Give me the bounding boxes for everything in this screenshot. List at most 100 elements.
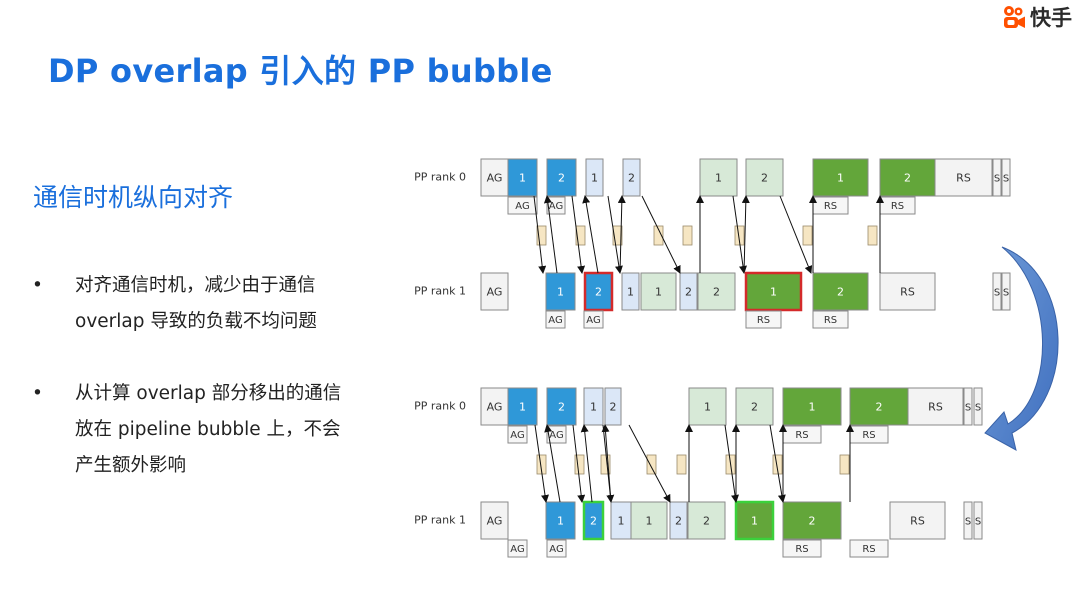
pipeline-block — [545, 501, 576, 540]
block-label: S — [994, 174, 1000, 185]
sub-label-box — [545, 310, 566, 329]
pipeline-block — [546, 158, 577, 197]
pipeline-block — [973, 387, 983, 426]
sub-label: RS — [891, 201, 904, 212]
block-label: 1 — [715, 172, 722, 185]
pipeline-block — [973, 501, 983, 540]
block-label: 1 — [646, 515, 653, 528]
block-label: 2 — [876, 401, 883, 414]
pipeline-block — [480, 158, 509, 197]
highlighted-block — [582, 500, 605, 541]
sub-label-box — [507, 196, 538, 215]
comm-block — [676, 454, 687, 475]
pipeline-block — [545, 272, 576, 311]
dependency-arrow — [628, 424, 671, 503]
dependency-arrow — [544, 424, 561, 503]
pipeline-block — [889, 501, 946, 540]
block-label: S — [975, 517, 981, 528]
block-label: 2 — [628, 172, 635, 185]
comm-block — [839, 454, 850, 475]
block-label: S — [1003, 288, 1009, 299]
rank-label: PP rank 1 — [414, 285, 466, 298]
comm-block — [653, 225, 664, 246]
block-label: 1 — [809, 401, 816, 414]
pipeline-block — [583, 387, 604, 426]
pipeline-block — [812, 272, 869, 311]
bullet-line: 产生额外影响 — [75, 455, 187, 476]
block-label: 2 — [761, 172, 768, 185]
block-label: S — [994, 288, 1000, 299]
highlighted-block — [734, 500, 775, 541]
pipeline-block — [879, 272, 936, 311]
block-label: 2 — [558, 401, 565, 414]
block-label: 2 — [703, 515, 710, 528]
pipeline-block — [963, 387, 973, 426]
comm-block — [802, 225, 813, 246]
block-label: 2 — [809, 515, 816, 528]
sub-label: RS — [824, 201, 837, 212]
pipeline-block — [812, 158, 869, 197]
kuaishou-logo: 快手 — [1001, 2, 1072, 32]
sub-label: AG — [548, 315, 562, 326]
block-label: 2 — [675, 515, 682, 528]
pipeline-block — [849, 387, 909, 426]
pipeline-block — [630, 501, 668, 540]
dependency-arrow — [533, 195, 547, 274]
bullet-marker: • — [32, 275, 43, 296]
block-label: 1 — [591, 172, 598, 185]
pipeline-block — [604, 387, 622, 426]
pipeline-block — [480, 272, 509, 311]
sub-label-box — [849, 539, 889, 558]
rank-label: PP rank 0 — [414, 171, 466, 184]
block-label: 1 — [519, 401, 526, 414]
pipeline-block — [1001, 158, 1011, 197]
block-label: RS — [900, 286, 915, 299]
comm-block — [772, 454, 783, 475]
pipeline-block — [745, 158, 784, 197]
pipeline-block — [992, 272, 1002, 311]
block-label: 2 — [904, 172, 911, 185]
block-label: 1 — [618, 515, 625, 528]
sub-label: RS — [757, 315, 770, 326]
sub-label: AG — [515, 201, 529, 212]
dependency-arrow — [732, 195, 747, 274]
block-label: 2 — [685, 286, 692, 299]
bullet-line: 从计算 overlap 部分移出的通信 — [75, 383, 342, 404]
block-label: 1 — [837, 172, 844, 185]
sub-label: AG — [549, 201, 563, 212]
pipeline-block — [480, 501, 509, 540]
block-label: 1 — [590, 401, 597, 414]
dependency-arrow — [601, 424, 612, 503]
block-label: 2 — [595, 286, 602, 299]
dependency-arrow — [741, 195, 750, 274]
block-label: 2 — [837, 286, 844, 299]
dependency-arrow — [607, 195, 623, 274]
block-label: AG — [487, 172, 503, 185]
comm-block — [682, 225, 693, 246]
pipeline-block — [507, 158, 538, 197]
bullet-item: • 对齐通信时机，减少由于通信 overlap 导致的负载不均问题 — [28, 268, 388, 340]
dependency-arrow — [572, 424, 586, 503]
block-label: RS — [910, 515, 925, 528]
sub-label: AG — [510, 544, 524, 555]
sub-label: RS — [862, 544, 875, 555]
sub-label: AG — [549, 430, 563, 441]
dependency-arrow — [641, 195, 681, 274]
sub-label-box — [583, 310, 604, 329]
dependency-arrow — [571, 195, 586, 274]
dependency-arrow — [769, 424, 786, 503]
page-title: DP overlap 引入的 PP bubble — [48, 52, 553, 90]
dependency-arrow — [543, 195, 558, 274]
block-label: 1 — [655, 286, 662, 299]
pipeline-block — [679, 272, 698, 311]
pipeline-block — [585, 158, 604, 197]
block-label: S — [975, 403, 981, 414]
logo-text: 快手 — [1030, 6, 1072, 30]
block-label: S — [965, 403, 971, 414]
dependency-arrow — [582, 195, 599, 274]
sub-label: AG — [549, 544, 563, 555]
block-label: S — [965, 517, 971, 528]
sub-label-box — [507, 425, 528, 444]
pipeline-block — [507, 387, 538, 426]
